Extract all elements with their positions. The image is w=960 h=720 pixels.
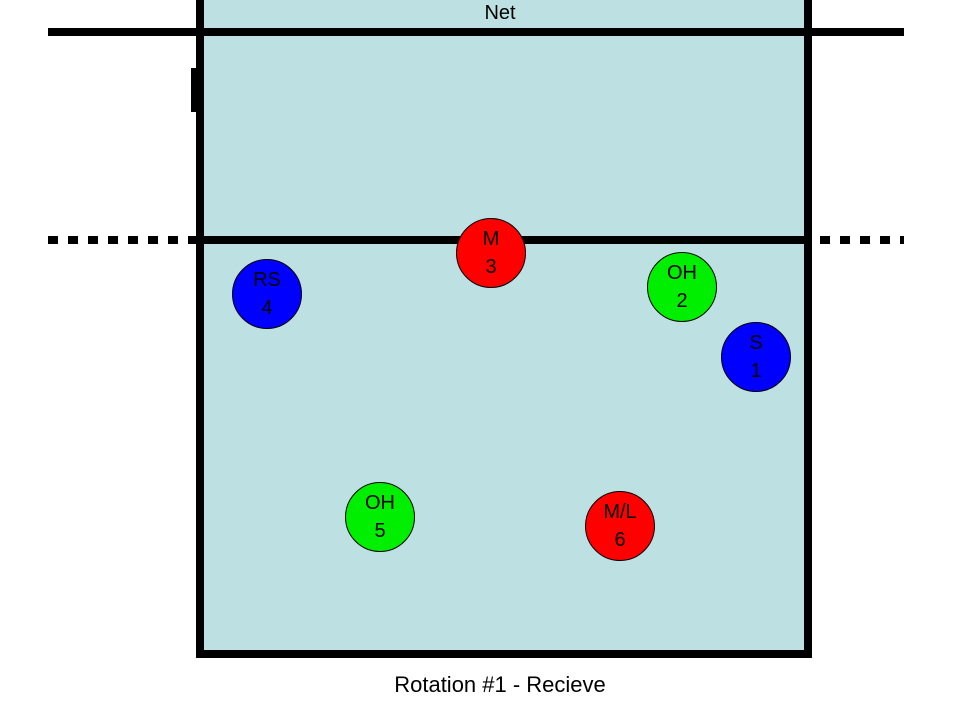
player-number: 6 <box>614 529 626 551</box>
player-number: 5 <box>374 520 386 542</box>
player-role: RS <box>253 269 281 291</box>
player-role: OH <box>365 492 395 514</box>
player-ml-6: M/L 6 <box>585 491 655 561</box>
player-number: 4 <box>261 297 273 319</box>
attack-line-dashed-left <box>48 236 200 244</box>
court-marker <box>191 68 198 112</box>
player-role: M/L <box>603 501 637 523</box>
player-oh-5: OH 5 <box>345 482 415 552</box>
player-role: OH <box>667 262 697 284</box>
player-number: 2 <box>676 290 688 312</box>
net-line <box>48 28 904 36</box>
player-rs-4: RS 4 <box>232 259 302 329</box>
net-label: Net <box>484 2 516 24</box>
volleyball-court <box>196 0 812 658</box>
player-s-1: S 1 <box>721 322 791 392</box>
player-number: 3 <box>485 256 497 278</box>
player-m-3: M 3 <box>456 218 526 288</box>
player-number: 1 <box>750 360 762 382</box>
rotation-caption: Rotation #1 - Recieve <box>394 672 606 697</box>
player-oh-2: OH 2 <box>647 252 717 322</box>
player-role: M <box>482 228 500 250</box>
attack-line-dashed-right <box>800 236 904 244</box>
player-role: S <box>749 332 763 354</box>
